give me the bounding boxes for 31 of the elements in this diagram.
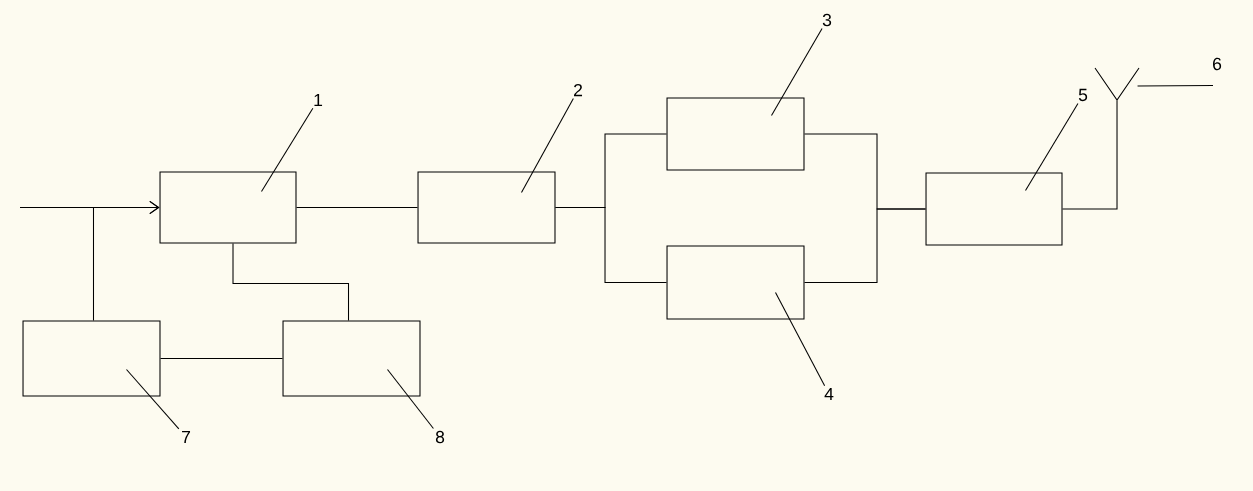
callout-number: 7 xyxy=(182,430,190,444)
callout-number: 5 xyxy=(1078,88,1088,102)
callout-number: 2 xyxy=(574,83,583,97)
callout-number: 3 xyxy=(822,13,832,27)
leader-line xyxy=(1024,102,1079,191)
leader-line xyxy=(1137,85,1214,87)
connector-line xyxy=(555,206,668,284)
connector-line xyxy=(232,243,350,321)
block-box xyxy=(22,320,161,397)
arrow xyxy=(92,200,160,321)
connector-line xyxy=(804,208,927,284)
callout-number: 1 xyxy=(314,93,323,107)
connector-line xyxy=(1062,100,1118,210)
leader-line xyxy=(774,291,826,387)
leader-line xyxy=(260,107,314,192)
leader-line xyxy=(125,368,180,430)
antenna-symbol xyxy=(1094,67,1140,101)
connector-line xyxy=(160,357,284,360)
leader-line xyxy=(520,97,574,193)
block-box xyxy=(925,172,1063,246)
leader-line xyxy=(770,28,823,116)
callout-number: 8 xyxy=(435,430,445,444)
callout-number: 4 xyxy=(824,387,834,401)
callout-number: 6 xyxy=(1213,57,1222,71)
block-box xyxy=(666,97,805,171)
block-box xyxy=(159,171,297,244)
block-box xyxy=(417,171,556,244)
block-box xyxy=(282,320,421,397)
connector-line xyxy=(296,206,419,209)
leader-line xyxy=(386,368,434,430)
block-box xyxy=(666,245,805,320)
